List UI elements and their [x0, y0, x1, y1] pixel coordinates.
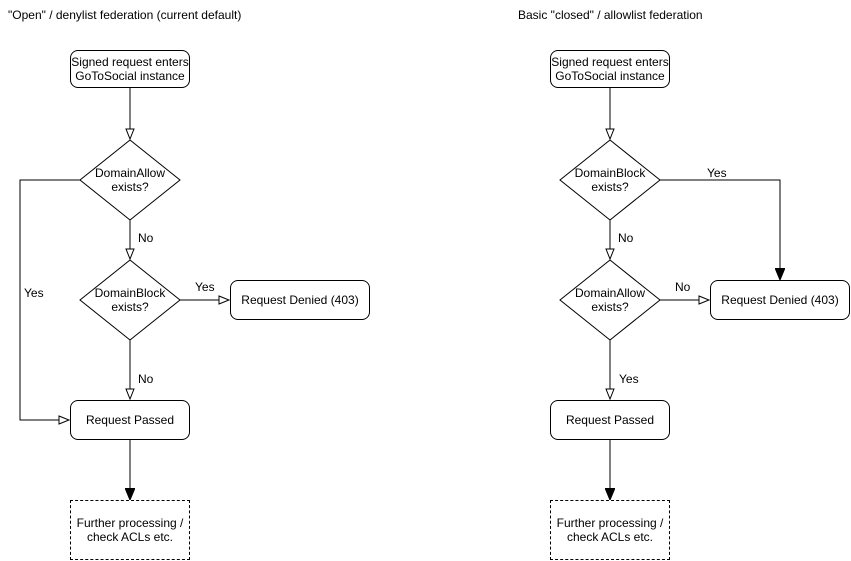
denied-node-right: Request Denied (403) [710, 280, 850, 320]
passed-node-left: Request Passed [70, 400, 190, 440]
edge-label-yes-denied-left: Yes [195, 280, 215, 294]
edge-decision1-yes-to-denied-right [660, 179, 780, 279]
further-processing-node-right: Further processing / check ACLs etc. [550, 500, 670, 560]
edge-label-yes-passed-right: Yes [619, 372, 639, 386]
chart-title-left: "Open" / denylist federation (current de… [8, 8, 242, 22]
edge-label-no-decision2-left: No [138, 372, 154, 386]
chart-title-right: Basic "closed" / allowlist federation [518, 8, 703, 22]
decision1-label-left: DomainAllow exists? [94, 165, 166, 194]
edge-label-no-decision1-right: No [618, 231, 634, 245]
denied-node-left: Request Denied (403) [230, 280, 370, 320]
start-node-right: Signed request enters GoToSocial instanc… [550, 50, 670, 88]
start-node-left: Signed request enters GoToSocial instanc… [70, 50, 190, 88]
edge-label-no-denied-right: No [675, 280, 691, 294]
decision2-label-left: DomainBlock exists? [94, 285, 166, 314]
further-processing-node-left: Further processing / check ACLs etc. [70, 500, 190, 560]
passed-node-right: Request Passed [550, 400, 670, 440]
edge-label-yes-denied-right: Yes [707, 166, 727, 180]
decision2-label-right: DomainAllow exists? [574, 285, 646, 314]
decision1-label-right: DomainBlock exists? [574, 165, 646, 194]
edge-label-no-decision1-left: No [138, 231, 154, 245]
edge-label-yes-loop-left: Yes [24, 286, 44, 300]
edge-decision1-yes-loop-to-passed-left [19, 179, 80, 420]
